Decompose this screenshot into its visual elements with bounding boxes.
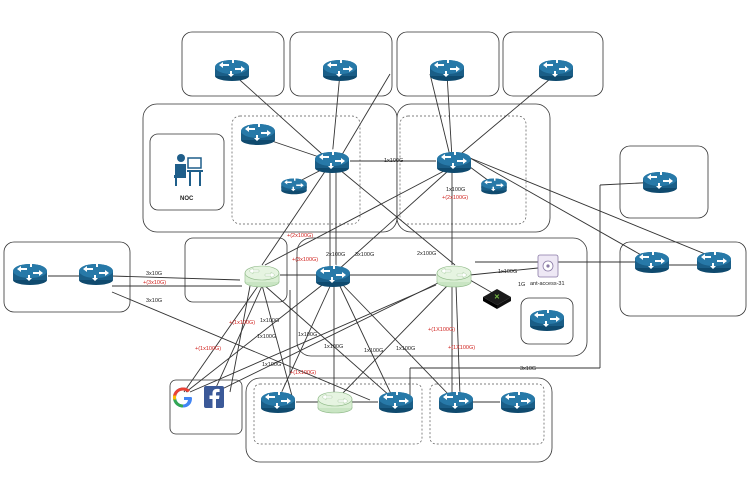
green-router-icon[interactable] bbox=[317, 391, 353, 414]
core-dashed-right bbox=[399, 115, 527, 225]
link-label: +(1x100G) bbox=[290, 370, 316, 376]
link-label: 1x100G bbox=[324, 344, 343, 350]
link-label: +(2x100G) bbox=[442, 195, 468, 201]
link-labels: 1x100G 1x100G +(2x100G) +(2x100G) +(3x10… bbox=[143, 158, 536, 376]
bottom-dashed-left bbox=[253, 383, 423, 445]
green-router-icon[interactable] bbox=[244, 265, 280, 288]
link-label: +(2x100G) bbox=[287, 233, 313, 239]
link-label: 3x100G bbox=[355, 252, 374, 258]
link-label: 1x100G bbox=[257, 334, 276, 340]
noc-label: NOC bbox=[180, 196, 194, 202]
link-label: 3x10G bbox=[146, 298, 162, 304]
noc-operator-icon bbox=[174, 154, 203, 186]
link-label: +(1x100G) bbox=[229, 320, 255, 326]
link-label: 3x10G bbox=[146, 271, 162, 277]
switch-icon[interactable]: ✕ bbox=[483, 289, 511, 309]
agg-zone-main bbox=[296, 237, 588, 357]
link-label: 1x100G bbox=[260, 318, 279, 324]
right-access-box bbox=[619, 241, 747, 317]
google-logo[interactable] bbox=[173, 387, 192, 408]
link-label: +(3x10G) bbox=[143, 280, 166, 286]
facebook-logo[interactable] bbox=[204, 386, 224, 408]
link-label: 1x100G bbox=[384, 158, 403, 164]
link-label: +(1X100G) bbox=[448, 345, 475, 351]
link-label: 1x100G bbox=[498, 269, 517, 275]
link-label: +(1X100G) bbox=[428, 327, 455, 333]
server-label: ant-access-31 bbox=[530, 281, 565, 287]
green-router-icon[interactable] bbox=[436, 265, 472, 288]
core-dashed-left bbox=[231, 115, 361, 225]
link-label: +(1x100G) bbox=[195, 346, 221, 352]
bottom-zone bbox=[245, 377, 553, 463]
server-icon[interactable] bbox=[537, 254, 559, 278]
link-label: 1x100G bbox=[364, 348, 383, 354]
core-zone-right bbox=[396, 103, 551, 233]
link-label: 1x100G bbox=[396, 346, 415, 352]
link-label: 2x100G bbox=[326, 252, 345, 258]
link-label: 1x100G bbox=[298, 332, 317, 338]
link-label: 3x10G bbox=[520, 366, 536, 372]
link-label: 2x100G bbox=[417, 251, 436, 257]
link-label: 1x100G bbox=[262, 362, 281, 368]
link-label: +(3x100G) bbox=[292, 257, 318, 263]
link-label: 1x100G bbox=[446, 187, 465, 193]
zone-boxes bbox=[3, 31, 747, 463]
server-link-label: 1G bbox=[518, 282, 525, 288]
svg-text:✕: ✕ bbox=[494, 294, 500, 301]
links bbox=[48, 72, 716, 403]
